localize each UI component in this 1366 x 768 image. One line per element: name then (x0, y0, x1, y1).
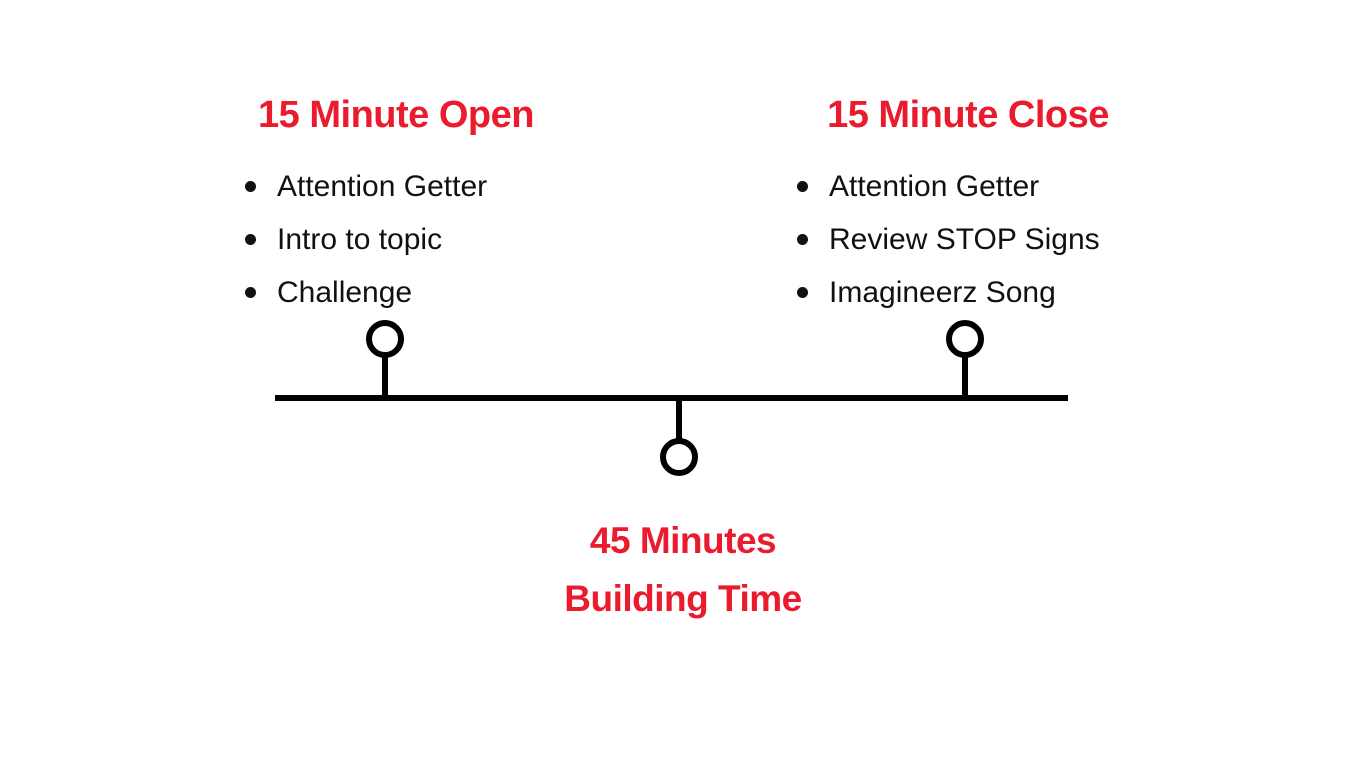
close-marker-stem (962, 354, 968, 398)
list-item: Challenge (245, 266, 487, 319)
open-phase-title: 15 Minute Open (258, 94, 534, 136)
bullet-dot-icon (797, 234, 808, 245)
list-item-label: Imagineerz Song (829, 276, 1056, 309)
close-phase-list: Attention Getter Review STOP Signs Imagi… (797, 160, 1100, 319)
bullet-dot-icon (245, 287, 256, 298)
list-item: Intro to topic (245, 213, 487, 266)
list-item-label: Review STOP Signs (829, 223, 1100, 256)
list-item: Attention Getter (245, 160, 487, 213)
open-marker-circle-icon (366, 320, 404, 358)
list-item: Review STOP Signs (797, 213, 1100, 266)
building-time-line1: 45 Minutes (589, 520, 777, 561)
bullet-dot-icon (797, 287, 808, 298)
bullet-dot-icon (245, 234, 256, 245)
building-time-label: 45 Minutes Building Time (483, 512, 883, 628)
list-item-label: Intro to topic (277, 223, 443, 256)
list-item: Imagineerz Song (797, 266, 1100, 319)
bullet-dot-icon (245, 181, 256, 192)
list-item-label: Challenge (277, 276, 413, 309)
list-item: Attention Getter (797, 160, 1100, 213)
bullet-dot-icon (797, 181, 808, 192)
timeline-axis (275, 395, 1068, 401)
close-phase-title: 15 Minute Close (827, 94, 1109, 136)
building-marker-stem (676, 399, 682, 442)
building-marker-circle-icon (660, 438, 698, 476)
open-marker-stem (382, 354, 388, 398)
list-item-label: Attention Getter (829, 170, 1040, 203)
close-marker-circle-icon (946, 320, 984, 358)
building-time-line2: Building Time (564, 578, 802, 619)
list-item-label: Attention Getter (277, 170, 488, 203)
open-phase-list: Attention Getter Intro to topic Challeng… (245, 160, 487, 319)
